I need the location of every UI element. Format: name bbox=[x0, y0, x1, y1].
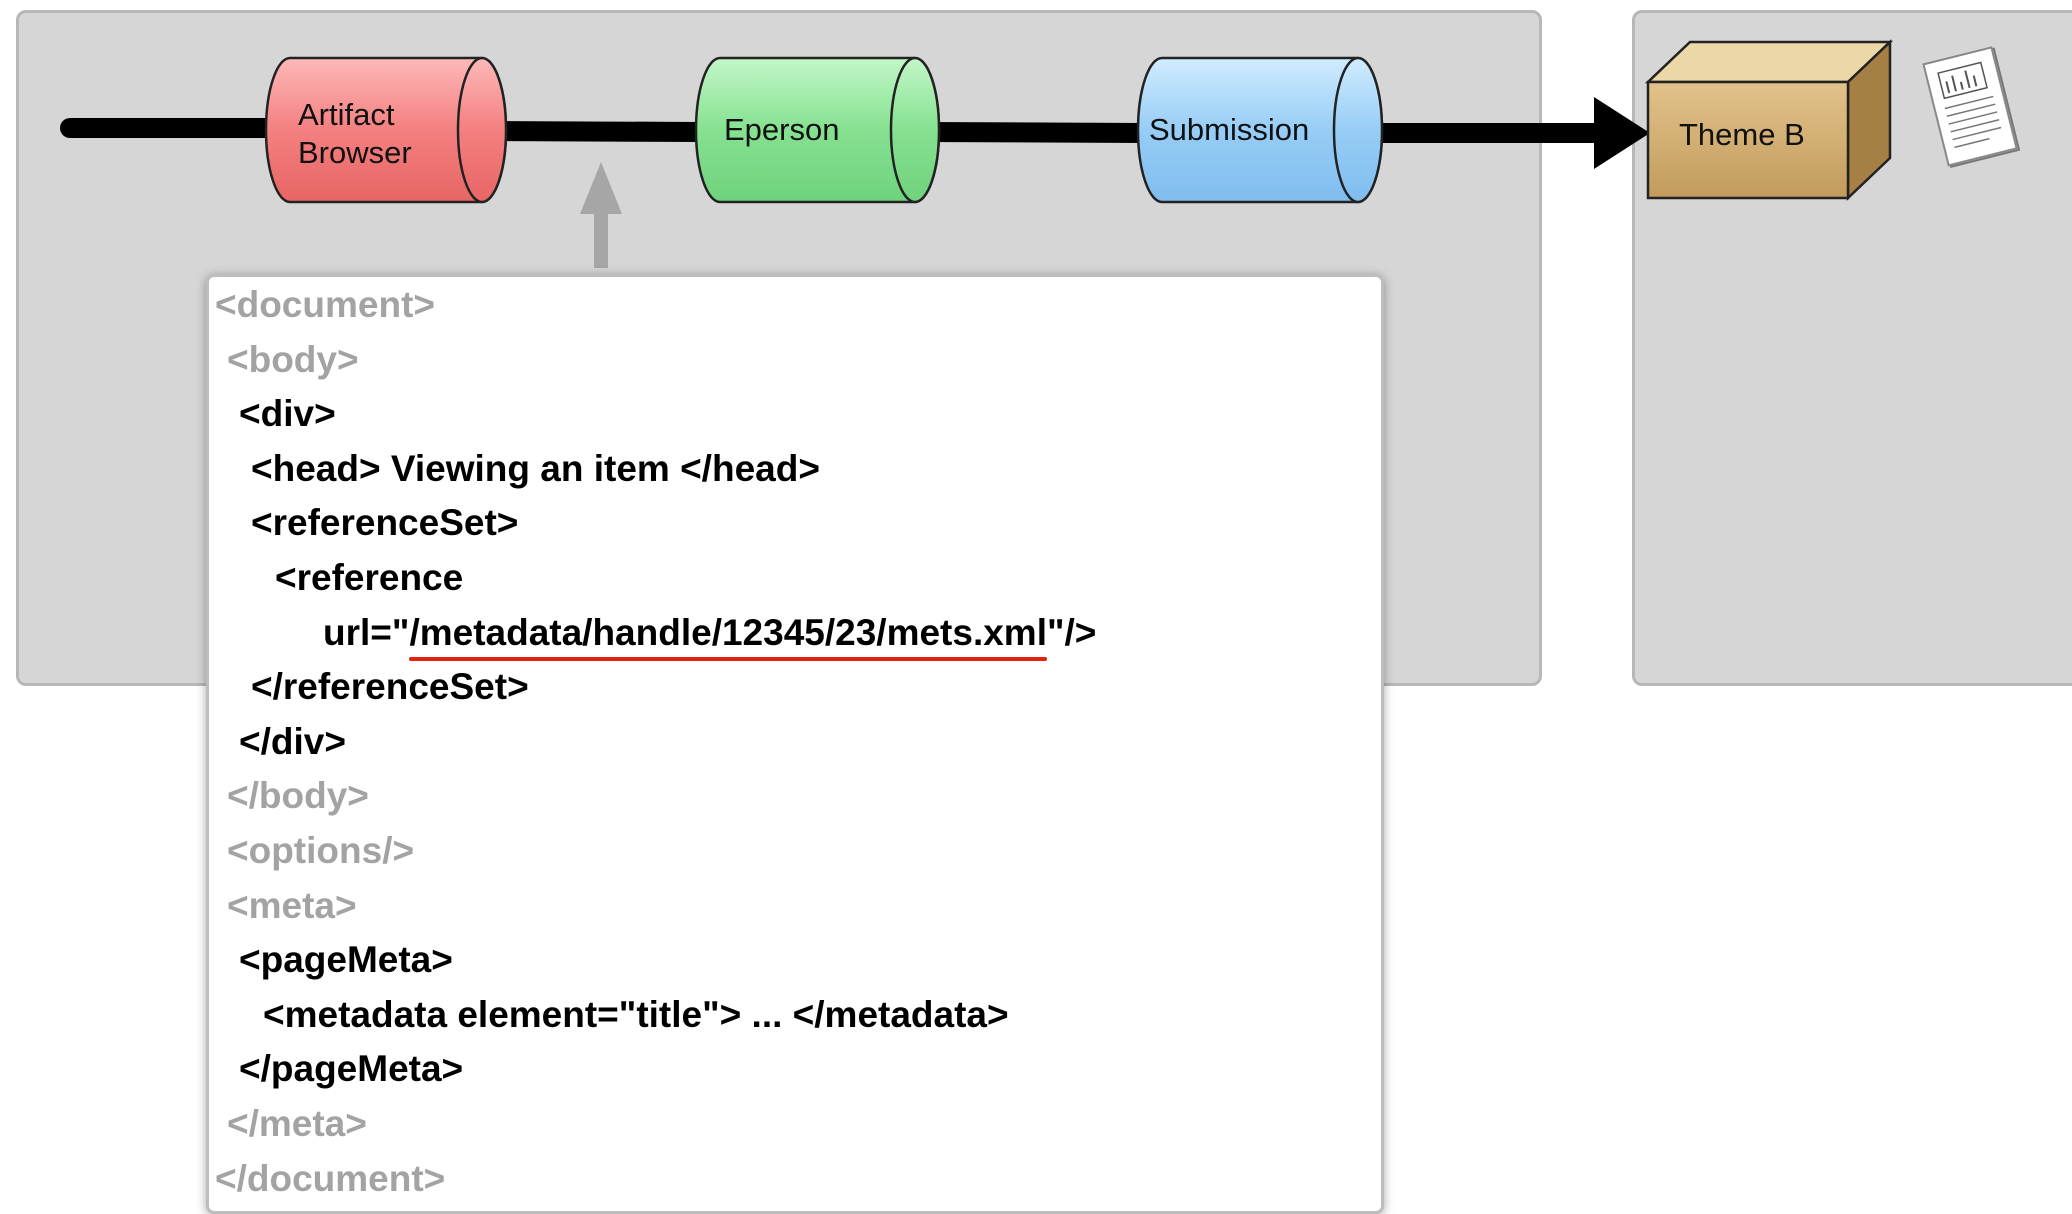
gray-up-arrow bbox=[580, 162, 622, 268]
xml-line: </referenceSet> bbox=[251, 665, 529, 709]
xml-line: <options/> bbox=[227, 829, 414, 873]
xml-text: </body> bbox=[227, 775, 369, 817]
xml-text: <options/> bbox=[227, 830, 415, 871]
xml-text: "/> bbox=[1046, 611, 1097, 653]
xml-text: <pageMeta> bbox=[239, 939, 453, 981]
xml-text: <referenceSet> bbox=[251, 502, 519, 544]
xml-line: </pageMeta> bbox=[239, 1047, 463, 1091]
pipe-1 bbox=[491, 121, 701, 142]
pipe-2 bbox=[919, 122, 1146, 143]
xml-text: </referenceSet> bbox=[251, 666, 529, 708]
xml-text: </document> bbox=[215, 1157, 446, 1199]
xml-line: <reference bbox=[275, 556, 463, 600]
theme-b-box[interactable]: Theme B bbox=[1644, 39, 1894, 201]
xml-line: url="/metadata/handle/12345/23/mets.xml"… bbox=[323, 611, 1097, 661]
xml-line: </div> bbox=[239, 720, 346, 764]
xml-line: <body> bbox=[227, 338, 359, 382]
xml-text: <div> bbox=[239, 393, 336, 435]
xml-line: <pageMeta> bbox=[239, 938, 453, 982]
xml-text: url=" bbox=[323, 611, 410, 653]
eperson-component[interactable]: Eperson bbox=[694, 56, 941, 204]
xml-text: <metadata element="title"> ... </metadat… bbox=[263, 993, 1009, 1035]
xml-line: </body> bbox=[227, 774, 369, 818]
xml-text: <body> bbox=[227, 338, 359, 380]
artifact-browser-component[interactable]: Artifact Browser bbox=[264, 56, 508, 204]
xml-text: </div> bbox=[239, 720, 346, 762]
metadata-url: /metadata/handle/12345/23/mets.xml bbox=[409, 612, 1047, 661]
xml-text: <meta> bbox=[227, 884, 357, 926]
xml-document-box: <document> <body> <div> <head> Viewing an i… bbox=[206, 274, 1384, 1214]
theme-label: Theme B bbox=[1679, 117, 1805, 152]
xml-text: <reference bbox=[275, 557, 464, 598]
xml-line: <div> bbox=[239, 392, 336, 436]
xml-line: </meta> bbox=[227, 1102, 367, 1146]
xml-line: <document> bbox=[215, 283, 435, 327]
submission-component[interactable]: Submission bbox=[1136, 56, 1384, 204]
xml-line: <referenceSet> bbox=[251, 501, 518, 545]
pipe-lines bbox=[60, 97, 1650, 169]
xml-text: </pageMeta> bbox=[239, 1048, 464, 1090]
xml-text: <head> Viewing an item </head> bbox=[251, 447, 820, 489]
url-underline bbox=[409, 656, 1047, 661]
xml-text: </meta> bbox=[227, 1103, 367, 1144]
component-label-line: Eperson bbox=[724, 112, 839, 147]
xml-line: <meta> bbox=[227, 884, 357, 928]
component-label-line: Submission bbox=[1149, 112, 1309, 147]
xml-line: <metadata element="title"> ... </metadat… bbox=[263, 993, 1009, 1037]
component-label-line: Browser bbox=[298, 135, 412, 170]
xml-line: </document> bbox=[215, 1157, 445, 1201]
document-chart-icon bbox=[1922, 46, 2021, 168]
xml-line: <head> Viewing an item </head> bbox=[251, 447, 820, 491]
component-label-line: Artifact bbox=[298, 97, 395, 132]
arrow-head bbox=[1594, 97, 1650, 169]
xml-text: <document> bbox=[215, 284, 435, 325]
